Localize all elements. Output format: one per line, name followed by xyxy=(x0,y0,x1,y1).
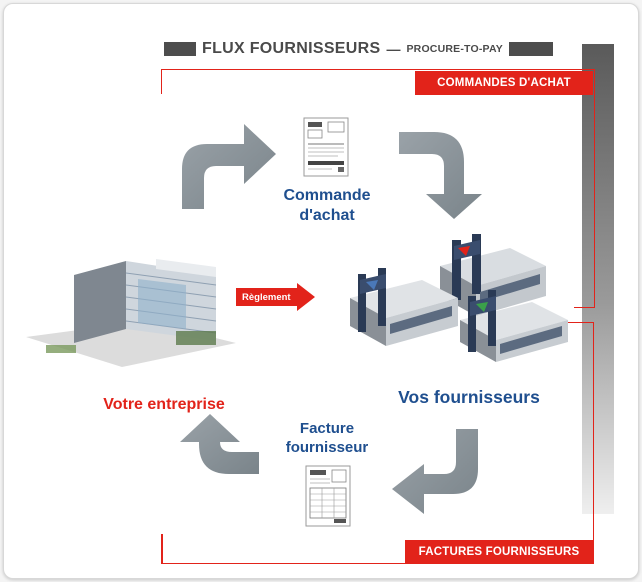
arrow-to-suppliers xyxy=(399,132,482,219)
title-left-bar xyxy=(164,42,196,56)
invoices-frame-left xyxy=(161,534,163,563)
purchase-order-label: Commande d'achat xyxy=(283,187,371,224)
company-label: Votre entreprise xyxy=(103,396,225,413)
payment-arrow: Règlement xyxy=(236,283,315,311)
office-building-icon xyxy=(26,259,236,367)
arrow-to-purchase-order xyxy=(182,124,276,209)
supplier-store-left xyxy=(350,268,458,346)
invoice-document-icon xyxy=(305,465,351,527)
payment-label: Règlement xyxy=(236,288,297,306)
invoices-badge: FACTURES FOURNISSEURS xyxy=(405,540,593,564)
flow-arrows xyxy=(180,124,482,514)
supplier-store-icon xyxy=(350,234,568,362)
grey-side-rail xyxy=(582,44,614,514)
title-sub-text: PROCURE-TO-PAY xyxy=(406,43,503,55)
orders-badge: COMMANDES D'ACHAT xyxy=(415,71,593,95)
supplier-store-right xyxy=(460,290,568,362)
frame-mask-left xyxy=(154,94,166,309)
title-right-bar xyxy=(509,42,553,56)
diagram-title: FLUX FOURNISSEURS — PROCURE-TO-PAY xyxy=(164,39,553,59)
arrow-to-company xyxy=(180,414,259,474)
purchase-order-document-icon xyxy=(303,117,349,177)
title-separator: — xyxy=(386,41,401,57)
title-main-text: FLUX FOURNISSEURS xyxy=(202,40,381,57)
supplier-invoice-label: Facture fournisseur xyxy=(285,420,369,456)
diagram-card: FLUX FOURNISSEURS — PROCURE-TO-PAY COMMA… xyxy=(3,3,639,579)
suppliers-label: Vos fournisseurs xyxy=(398,387,540,407)
payment-arrow-head xyxy=(296,283,315,311)
arrow-to-supplier-invoice xyxy=(392,429,478,514)
